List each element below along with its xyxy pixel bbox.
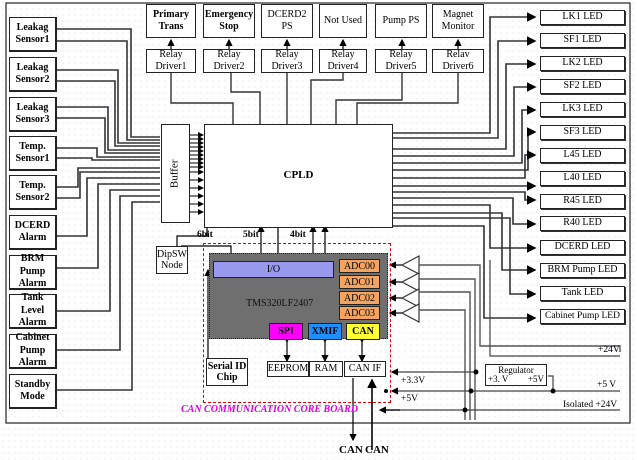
relay-driver3: Relay Driver3: [261, 49, 313, 73]
dipsw-node: DipSW Node: [156, 246, 188, 274]
bus-label-6bit: 6bit: [197, 230, 213, 240]
adc00: ADC00: [339, 259, 380, 273]
led-lk3: LK3 LED: [540, 102, 625, 117]
adc01: ADC01: [339, 275, 380, 289]
regulator-label: Regulator: [498, 365, 534, 375]
can-core-board-border: [203, 243, 391, 403]
led-r45: R45 LED: [540, 194, 625, 209]
led-tank: Tank LED: [540, 286, 625, 301]
led-sf2: SF2 LED: [540, 79, 625, 94]
io-port: I/O: [213, 261, 334, 278]
input-leakag-sensor3: Leakag Sensor3: [9, 97, 57, 132]
ram-block: RAM: [309, 361, 343, 377]
regulator-block: Regulator +3. V +5V: [485, 364, 547, 386]
output-primary-trans: Primary Trans: [146, 4, 196, 38]
relay-driver2: Relay Driver2: [203, 49, 255, 73]
can-if-block: CAN IF: [344, 361, 386, 377]
dsp-label: TMS320LF2407: [246, 298, 314, 309]
relay-output-arrows: [167, 38, 462, 50]
can-pin-rx: CAN: [365, 444, 389, 456]
adc02: ADC02: [339, 291, 380, 305]
serial-id-chip: Serial ID Chip: [206, 358, 248, 386]
adc-amplifiers: [400, 255, 420, 323]
spi-block: SPI: [269, 323, 303, 340]
input-leakag-sensor1: Leakag Sensor1: [9, 17, 57, 52]
bus-label-5bit: 5bit: [243, 230, 259, 240]
input-cabinet-pump-alarm: Cabinet Pump Alarm: [9, 332, 57, 369]
memory-arrows: [283, 336, 366, 363]
input-tank-level-alarm: Tank Level Alarm: [9, 292, 57, 329]
adc03: ADC03: [339, 306, 380, 320]
bus-label-4bit: 4bit: [290, 230, 306, 240]
input-leakag-sensor2: Leakag Sensor2: [9, 57, 57, 92]
regulator-out-label: +3. V: [488, 374, 509, 384]
adc-arrows: [388, 261, 402, 317]
label-24v: +24V: [598, 345, 620, 355]
output-not-used: Not Used: [319, 4, 367, 38]
output-pump-ps: Pump PS: [375, 4, 427, 38]
regulator-in-label: +5V: [527, 374, 544, 384]
relay-driver1: Relay Driver1: [146, 49, 196, 73]
relay-driver5: Relay Driver5: [375, 49, 427, 73]
buffer-block: Buffer: [161, 124, 190, 223]
input-standby-mode: Standby Mode: [9, 374, 57, 409]
output-dcerd2-ps: DCERD2 PS: [261, 4, 313, 38]
buffer-cpld-arrows: [190, 132, 204, 215]
eeprom-block: EEPROM: [267, 361, 309, 377]
led-r40: R40 LED: [540, 216, 625, 231]
output-emergency-stop: Emergency Stop: [203, 4, 255, 38]
input-wires: [56, 28, 160, 391]
board-title: CAN COMMUNICATION CORE BOARD: [181, 404, 358, 415]
led-l45: L45 LED: [540, 148, 625, 163]
label-3v3: +3.3V: [401, 376, 426, 386]
led-cabinet-pump: Cabinet Pump LED: [540, 309, 625, 324]
led-l40: L40 LED: [540, 171, 625, 186]
input-temp-sensor2: Temp. Sensor2: [9, 175, 57, 210]
led-lk1: LK1 LED: [540, 10, 625, 25]
relay-wires: [170, 72, 459, 124]
power-wires: [385, 260, 620, 411]
led-lk2: LK2 LED: [540, 56, 625, 71]
output-magnet-monitor: Magnet Monitor: [432, 4, 484, 38]
led-wires: [392, 12, 537, 323]
label-5v: +5V: [401, 394, 418, 404]
can-block: CAN: [346, 323, 380, 340]
cpld-block: CPLD: [204, 124, 393, 228]
label-5v-rail: +5 V: [597, 380, 617, 390]
led-sf3: SF3 LED: [540, 125, 625, 140]
relay-driver4: Relay Driver4: [319, 49, 367, 73]
relay-driver6: Relav Driver6: [432, 49, 484, 73]
led-sf1: SF1 LED: [540, 33, 625, 48]
label-isolated-24v: Isolated +24V: [563, 400, 618, 410]
input-dcerd-alarm: DCERD Alarm: [9, 215, 57, 250]
led-dcerd: DCERD LED: [540, 240, 625, 255]
led-brm-pump: BRM Pump LED: [540, 263, 625, 278]
buffer-label: Buffer: [168, 159, 181, 188]
can-pin-tx: CAN: [339, 444, 363, 456]
input-brm-pump-alarm: BRM Pump Alarm: [9, 253, 57, 290]
input-temp-sensor1: Temp. Sensor1: [9, 136, 57, 171]
xmif-block: XMIF: [308, 323, 342, 340]
adc-input-wires: [419, 264, 621, 420]
